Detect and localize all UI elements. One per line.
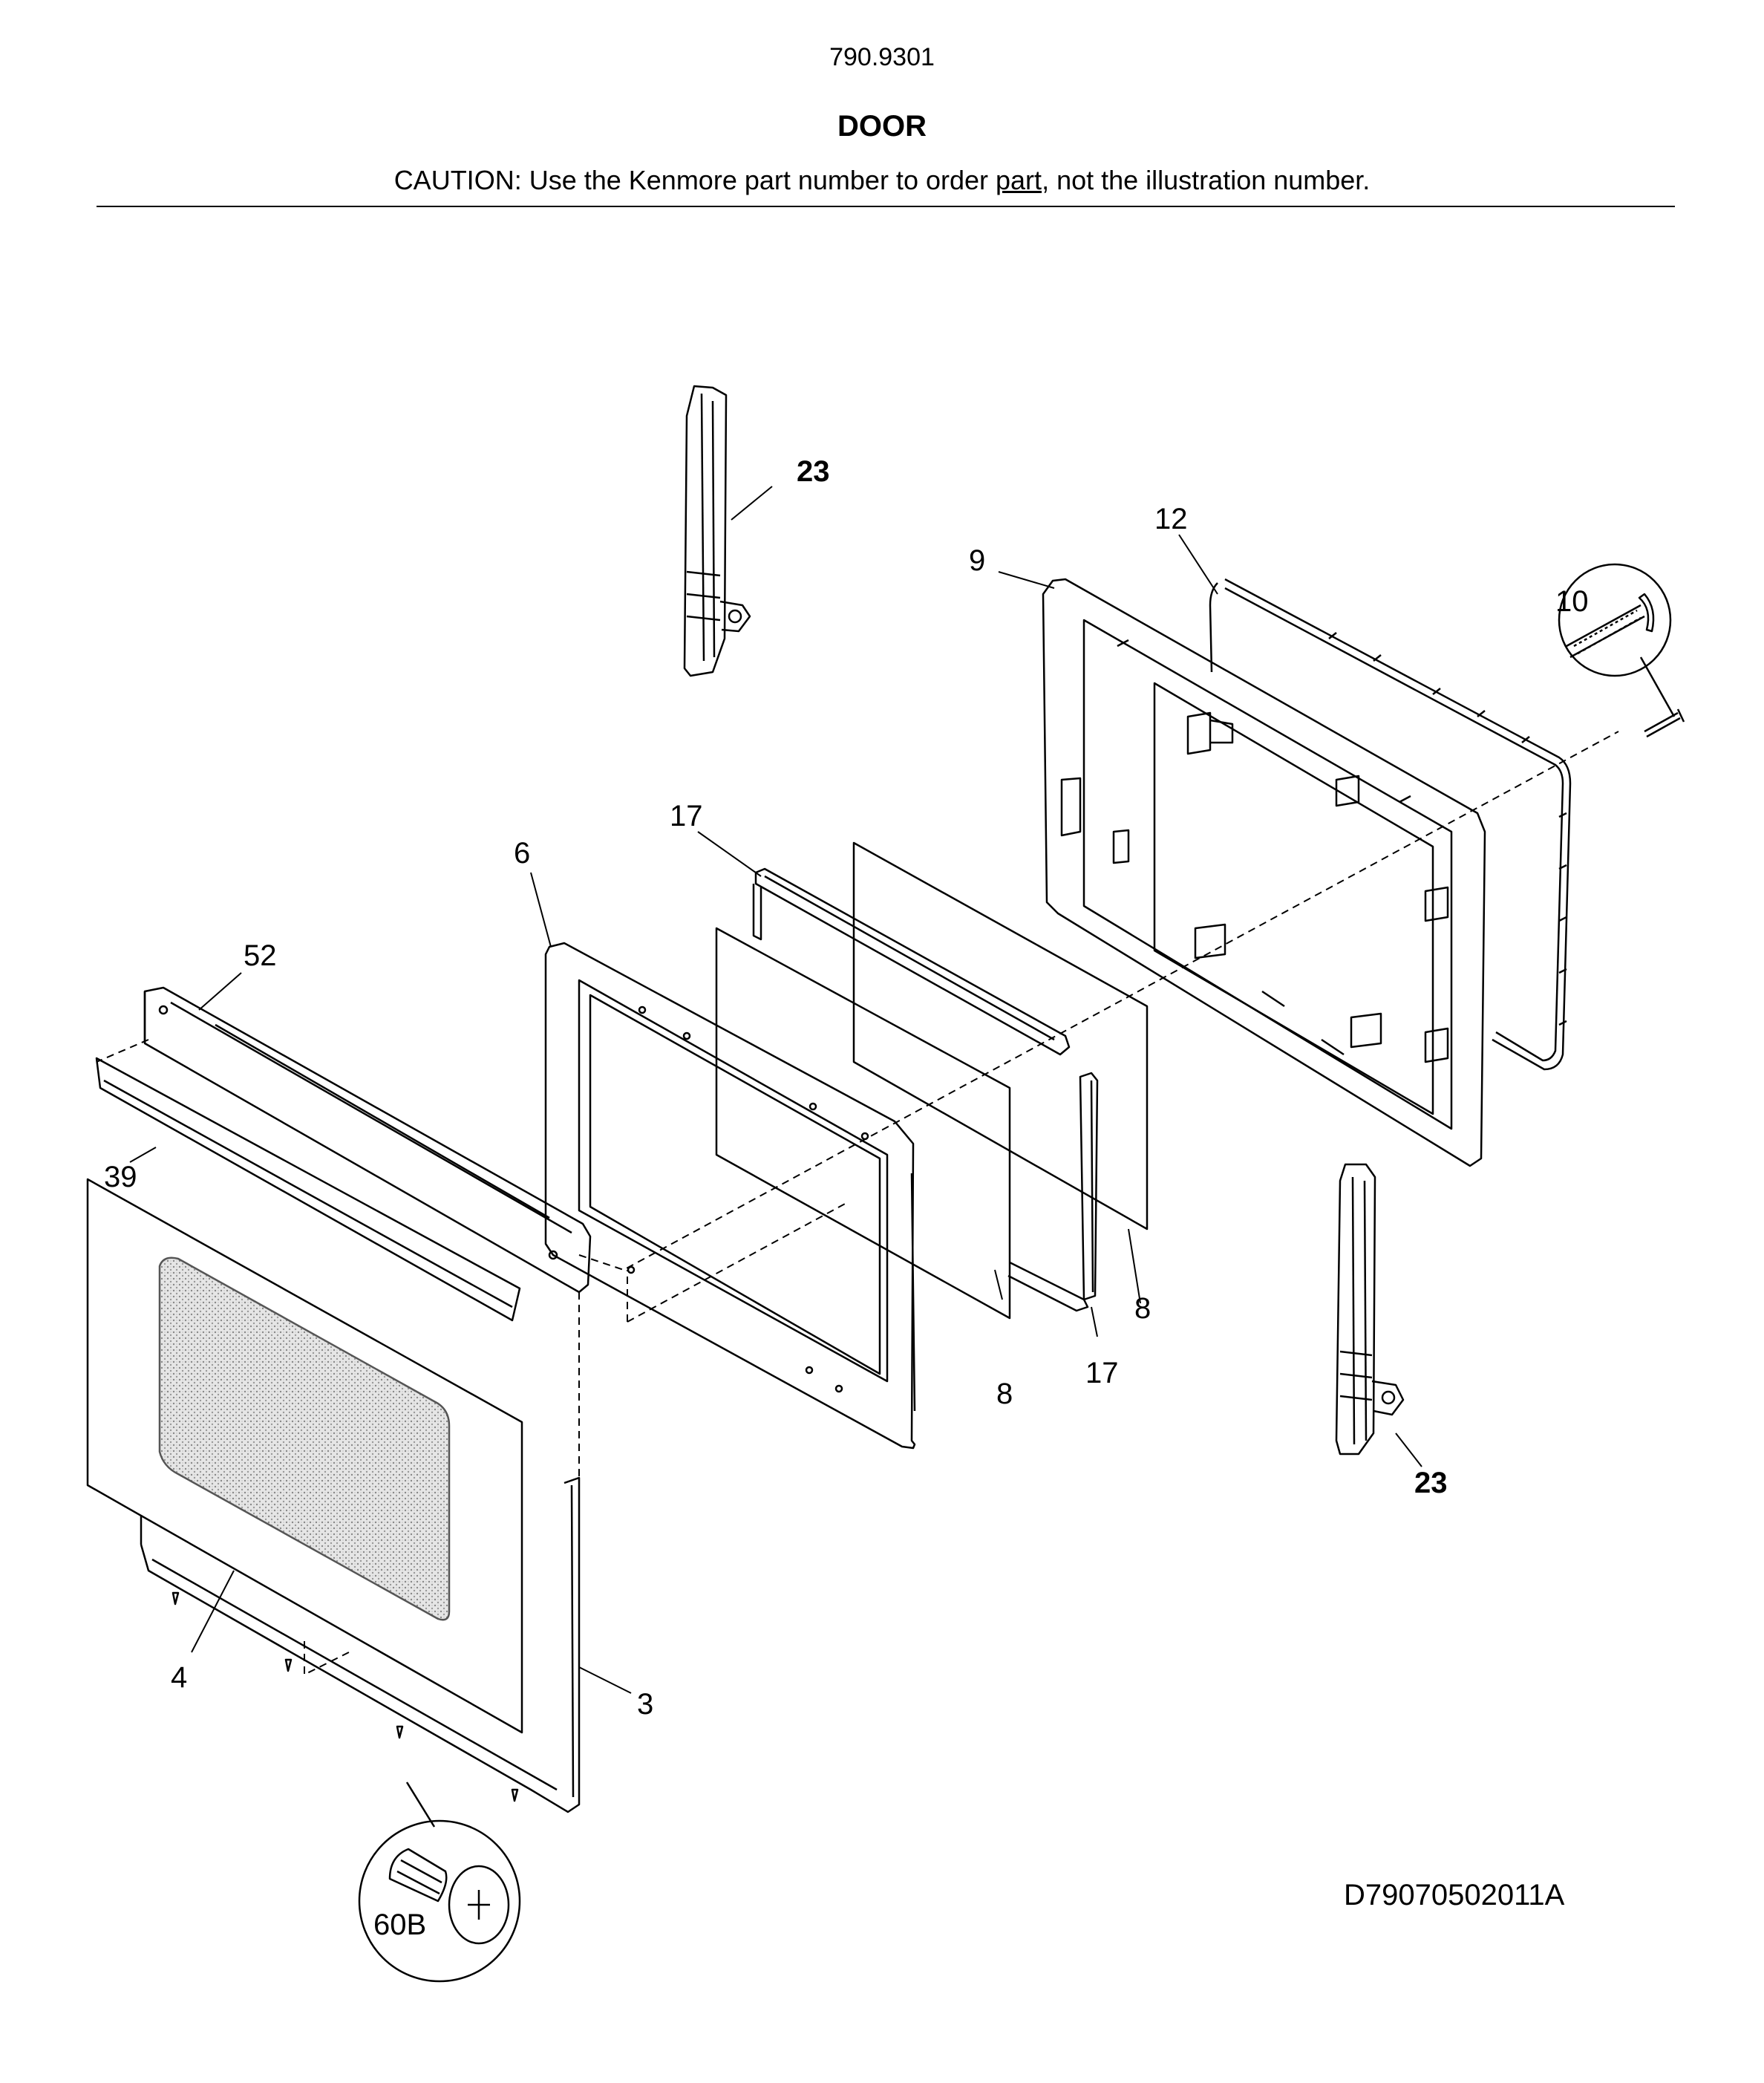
glass-pane-rear-part-8 bbox=[852, 841, 1149, 1230]
door-liner-part-6 bbox=[544, 942, 916, 1450]
door-gasket-part-12 bbox=[1209, 578, 1572, 1071]
glass-frame-upper-part-17 bbox=[752, 867, 1071, 1056]
callout-23-bottom: 23 bbox=[1414, 1467, 1448, 1499]
header-divider bbox=[97, 206, 1675, 207]
hinge-bottom-part-23 bbox=[1335, 1163, 1405, 1456]
callout-17-top: 17 bbox=[670, 800, 703, 832]
caution-suffix: , not the illustration number. bbox=[1042, 165, 1371, 195]
callout-52: 52 bbox=[244, 939, 277, 972]
callout-8-right: 8 bbox=[1134, 1292, 1151, 1325]
assembly-guide-lines bbox=[96, 731, 1619, 1675]
inner-door-panel-part-9 bbox=[1042, 578, 1486, 1167]
callout-9: 9 bbox=[969, 544, 985, 577]
door-screws bbox=[172, 1591, 519, 1802]
leader-lines bbox=[129, 486, 1422, 1694]
callout-23-top: 23 bbox=[797, 455, 830, 488]
hinge-top-part-23 bbox=[683, 385, 751, 677]
callout-60b: 60B bbox=[373, 1908, 426, 1941]
callout-4: 4 bbox=[171, 1661, 187, 1694]
glass-pane-front-part-8 bbox=[715, 927, 1011, 1320]
caution-part-word: part bbox=[996, 165, 1042, 195]
callout-8-left: 8 bbox=[996, 1378, 1013, 1410]
screw-detail-part-10 bbox=[1558, 563, 1685, 738]
model-number: 790.9301 bbox=[829, 43, 935, 71]
callout-39: 39 bbox=[104, 1161, 137, 1193]
door-trim-part-52 bbox=[143, 986, 592, 1294]
callout-10: 10 bbox=[1555, 585, 1589, 618]
callout-12: 12 bbox=[1154, 503, 1188, 535]
screw-detail-part-60b bbox=[358, 1782, 521, 1983]
callout-17-bottom: 17 bbox=[1085, 1357, 1119, 1389]
caution-note: CAUTION: Use the Kenmore part number to … bbox=[0, 165, 1764, 196]
section-title: DOOR bbox=[837, 110, 927, 143]
callout-6: 6 bbox=[514, 837, 530, 870]
page-header: 790.9301 DOOR CAUTION: Use the Kenmore p… bbox=[0, 0, 1764, 215]
door-handle-part-39 bbox=[95, 1057, 521, 1322]
glass-frame-lower-part-17 bbox=[1007, 1072, 1099, 1312]
drawing-id: D79070502011A bbox=[1344, 1879, 1565, 1911]
callout-3: 3 bbox=[637, 1688, 653, 1721]
outer-door-part-3 bbox=[86, 1178, 581, 1813]
callout-labels: 23 12 9 10 17 6 52 39 8 8 17 23 4 3 60B bbox=[104, 455, 1589, 1941]
caution-prefix: CAUTION: Use the Kenmore part number to … bbox=[393, 165, 996, 195]
